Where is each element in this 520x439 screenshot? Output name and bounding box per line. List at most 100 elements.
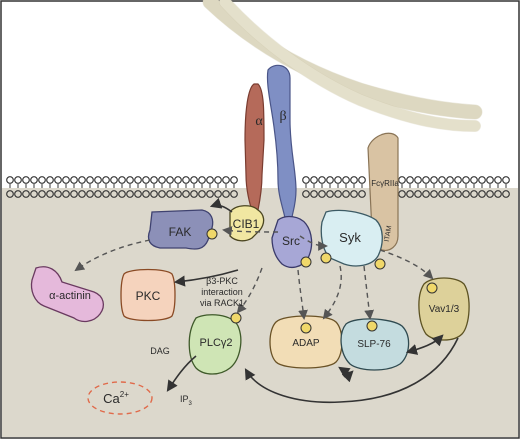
lipid-head	[78, 176, 86, 184]
lipid-head	[470, 190, 478, 198]
alpha-label: α	[255, 114, 263, 129]
fak-protein	[147, 209, 214, 250]
adap-protein	[269, 315, 343, 369]
lipid-head	[14, 176, 22, 184]
vav-protein	[418, 277, 470, 341]
lipid-head	[190, 176, 198, 184]
lipid-head	[22, 176, 30, 184]
lipid-head	[198, 190, 206, 198]
lipid-head	[62, 190, 70, 198]
lipid-head	[150, 190, 158, 198]
lipid-head	[46, 190, 54, 198]
fak-site-dot	[206, 228, 218, 240]
lipid-head	[454, 190, 462, 198]
lipid-head	[462, 190, 470, 198]
lipid-head	[134, 176, 142, 184]
lipid-head	[126, 190, 134, 198]
lipid-head	[214, 190, 222, 198]
lipid-head	[398, 176, 406, 184]
lipid-head	[38, 176, 46, 184]
lipid-head	[6, 176, 14, 184]
lipid-head	[430, 176, 438, 184]
lipid-head	[14, 190, 22, 198]
lipid-head	[158, 190, 166, 198]
lipid-head	[22, 190, 30, 198]
lipid-head	[94, 176, 102, 184]
cib1-to-fak-arrow	[209, 197, 233, 213]
lipid-head	[350, 176, 358, 184]
plcg2-to-ip3-arrow	[166, 355, 197, 392]
lipid-head	[334, 190, 342, 198]
src-to-plcg2-arrow	[236, 267, 263, 314]
lipid-head	[182, 190, 190, 198]
lipid-head	[230, 176, 238, 184]
dag-label: DAG	[150, 346, 170, 356]
alpha-actinin-protein	[30, 266, 105, 323]
lipid-head	[502, 176, 510, 184]
lipid-head	[174, 176, 182, 184]
lipid-head	[190, 190, 198, 198]
lipid-head	[318, 190, 326, 198]
lipid-head	[478, 190, 486, 198]
lipid-head	[358, 190, 366, 198]
lipid-head	[46, 176, 54, 184]
calcium-store	[87, 381, 153, 415]
lipid-head	[158, 176, 166, 184]
lipid-head	[422, 190, 430, 198]
lipid-head	[206, 190, 214, 198]
vav-site-dot	[426, 282, 438, 294]
lipid-head	[414, 176, 422, 184]
src-label: Src	[282, 234, 300, 248]
lipid-head	[222, 190, 230, 198]
lipid-head	[94, 190, 102, 198]
lipid-head	[446, 190, 454, 198]
lipid-head	[142, 190, 150, 198]
adap-slp76-arrow	[338, 366, 354, 383]
lipid-head	[86, 176, 94, 184]
lipid-head	[494, 176, 502, 184]
src-to-adap-arrow	[297, 269, 308, 320]
lipid-head	[310, 176, 318, 184]
lipid-bilayer	[6, 176, 510, 198]
lipid-head	[206, 176, 214, 184]
lipid-head	[334, 176, 342, 184]
lipid-head	[102, 190, 110, 198]
lipid-head	[462, 176, 470, 184]
annotation-line-3: via RACK1	[200, 298, 244, 308]
lipid-head	[494, 190, 502, 198]
lipid-head	[438, 190, 446, 198]
lipid-head	[358, 176, 366, 184]
lipid-head	[446, 176, 454, 184]
lipid-head	[54, 190, 62, 198]
phosphorylation-sites	[206, 228, 438, 334]
pkc-protein	[120, 268, 176, 322]
lipid-head	[6, 190, 14, 198]
syk-label: Syk	[339, 230, 361, 245]
slp76-vav-arrow	[405, 334, 444, 355]
lipid-head	[422, 176, 430, 184]
lipid-head	[62, 176, 70, 184]
slp76-protein	[340, 318, 410, 371]
lipid-head	[430, 190, 438, 198]
src-to-syk-arrow	[299, 235, 328, 251]
lipid-head	[198, 176, 206, 184]
annotation-line-1: β3-PKC	[206, 276, 238, 286]
fak-label: FAK	[169, 225, 192, 239]
vav-label: Vav1/3	[429, 304, 460, 315]
lipid-head	[174, 190, 182, 198]
syk-site-dot-2	[374, 258, 386, 270]
src-site-dot	[300, 256, 312, 268]
plcg2-protein	[188, 314, 242, 375]
lipid-head	[302, 190, 310, 198]
lipid-head	[70, 176, 78, 184]
lipid-head	[214, 176, 222, 184]
lipid-head	[150, 176, 158, 184]
lipid-head	[166, 176, 174, 184]
lipid-head	[126, 176, 134, 184]
lipid-head	[166, 190, 174, 198]
extracellular-fibers	[202, 0, 483, 132]
syk-site-dot-1	[320, 252, 332, 264]
lipid-head	[30, 190, 38, 198]
plcg2-site-dot	[230, 312, 242, 324]
